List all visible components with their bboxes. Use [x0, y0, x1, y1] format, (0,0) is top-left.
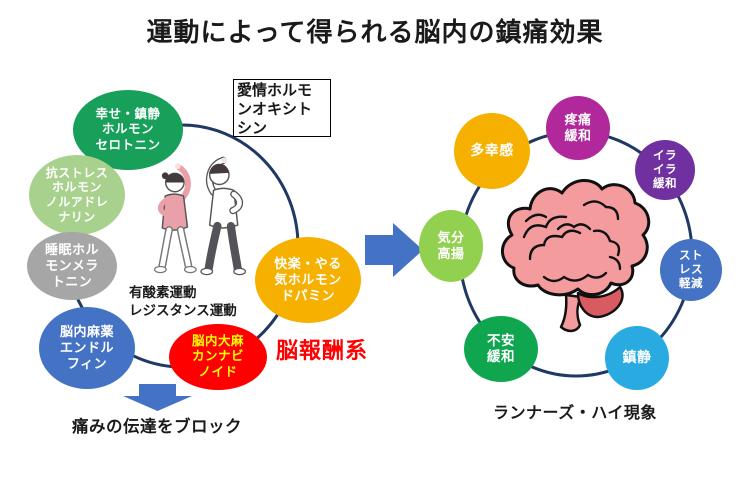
- exercising-people-icon: [142, 146, 258, 280]
- page-title: 運動によって得られる脳内の鎮痛効果: [146, 17, 604, 47]
- pain-block-caption: 痛みの伝達をブロック: [72, 418, 242, 436]
- bubble-stress-reduction: スト レス 軽減: [660, 239, 722, 301]
- exercise-type-label: 有酸素運動 レジスタンス運動: [129, 285, 237, 318]
- bubble-cannabinoid: 脳内大麻 カンナビ ノイド: [169, 324, 267, 390]
- bubble-irritation-relief: イラ イラ 緩和: [635, 140, 695, 200]
- bubble-dopamine: 快楽・やる 気ホルモン ドパミン: [255, 237, 361, 323]
- bubble-pain-relief: 疼痛 緩和: [546, 96, 610, 160]
- bubble-anxiety-relief: 不安 緩和: [464, 316, 538, 382]
- oxytocin-label-box: 愛情ホルモ ンオキシト シン: [233, 79, 331, 137]
- bubble-endorphin: 脳内麻薬 エンドル フィン: [39, 307, 135, 389]
- down-arrow-icon: [123, 384, 192, 411]
- bubble-euphoria: 多幸感: [454, 113, 530, 189]
- reward-system-label: 脳報酬系: [276, 338, 369, 363]
- bubble-melatonin: 睡眠ホル モンメラ トニン: [27, 232, 117, 300]
- right-arrow-icon: [365, 223, 423, 277]
- bubble-mood-elevation: 気分 高揚: [419, 210, 483, 282]
- brain-icon: [492, 173, 654, 333]
- bubble-noradrenaline: 抗ストレス ホルモン ノルアドレ ナリン: [29, 155, 125, 235]
- bubble-sedation: 鎮静: [605, 326, 669, 390]
- runners-high-caption: ランナーズ・ハイ現象: [493, 405, 657, 422]
